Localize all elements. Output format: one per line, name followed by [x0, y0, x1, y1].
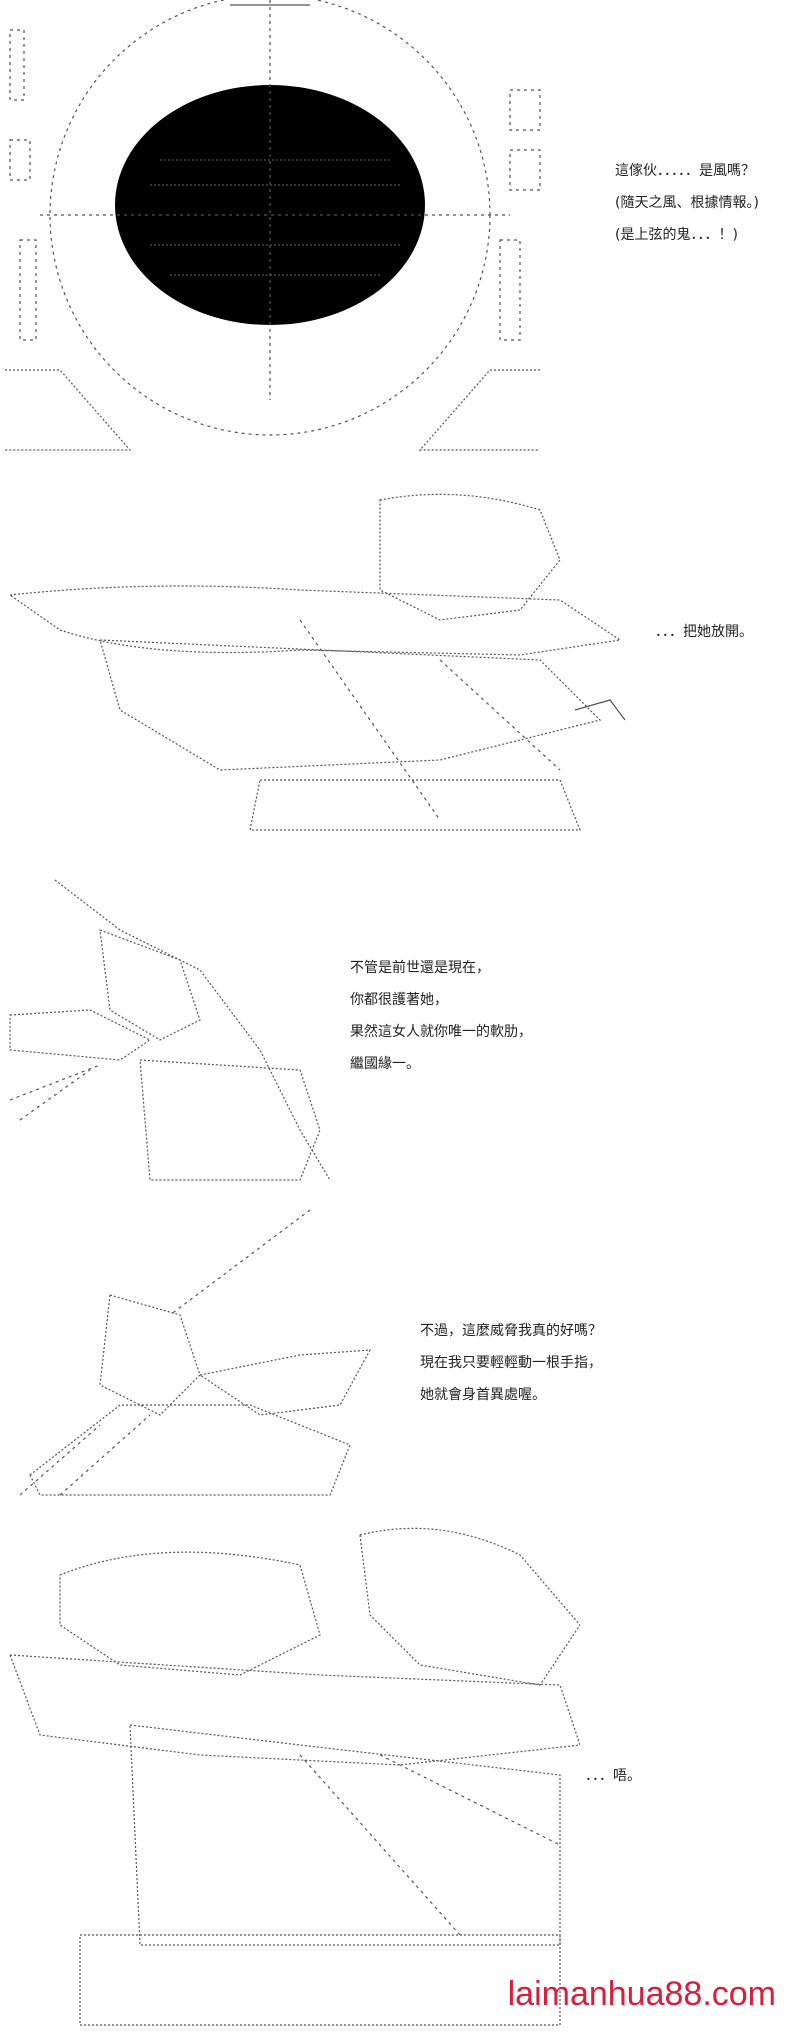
dialog-line: (隨天之風、根據情報。): [615, 195, 759, 211]
figure-holding-girl-art: [8, 493, 626, 831]
dialog-box: ．．．把她放開。: [655, 616, 753, 648]
panel-2: ．．．把她放開。: [0, 480, 800, 850]
hand-gesture-art: [19, 1209, 372, 1496]
dialog-line: 她就會身首異處喔。: [420, 1387, 546, 1403]
dialog-line: (是上弦的鬼．．．！): [615, 227, 738, 243]
dialog-line: 繼國緣一。: [350, 1056, 420, 1072]
panel-3: 不管是前世還是現在， 你都很護著她， 果然這女人就你唯一的軟肋， 繼國緣一。: [0, 870, 800, 1190]
dialog-box: ．．．唔。: [585, 1760, 641, 1792]
dialog-line: 現在我只要輕輕動一根手指，: [420, 1355, 602, 1371]
dialog-line: 果然這女人就你唯一的軟肋，: [350, 1024, 532, 1040]
face-closeup-art: [9, 879, 331, 1181]
panel-4: 不過，這麼威脅我真的好嗎？ 現在我只要輕輕動一根手指， 她就會身首異處喔。: [0, 1205, 800, 1505]
dialog-line: 不過，這麼威脅我真的好嗎？: [420, 1323, 602, 1339]
dialog-box: 不過，這麼威脅我真的好嗎？ 現在我只要輕輕動一根手指， 她就會身首異處喔。: [420, 1315, 602, 1411]
two-figures-art: [9, 1527, 580, 2026]
crosshair-scope-art: [5, 0, 541, 451]
site-watermark: laimanhua88.com: [507, 1975, 776, 2013]
dialog-box: 這傢伙．．．．．是風嗎？ (隨天之風、根據情報。) (是上弦的鬼．．．！): [615, 155, 759, 251]
dialog-line: 你都很護著她，: [350, 992, 448, 1008]
dialog-line: 不管是前世還是現在，: [350, 960, 490, 976]
panel-1: 這傢伙．．．．．是風嗎？ (隨天之風、根據情報。) (是上弦的鬼．．．！): [0, 0, 800, 470]
panel-5: ．．．唔。 laimanhua88.com: [0, 1515, 800, 2036]
dialog-line: 這傢伙．．．．．是風嗎？: [615, 163, 755, 179]
dialog-line: ．．．唔。: [585, 1768, 641, 1784]
dialog-line: ．．．把她放開。: [655, 624, 753, 640]
dialog-box: 不管是前世還是現在， 你都很護著她， 果然這女人就你唯一的軟肋， 繼國緣一。: [350, 952, 532, 1080]
